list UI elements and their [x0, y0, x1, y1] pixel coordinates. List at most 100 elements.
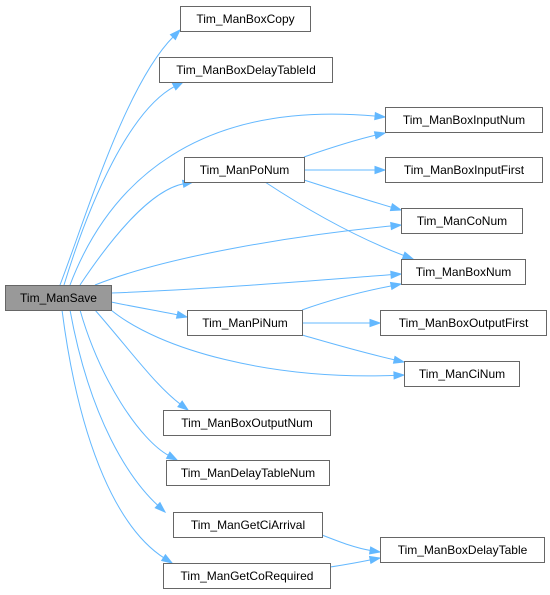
- node-box: [180, 6, 311, 32]
- node-label: Tim_ManBoxCopy: [196, 12, 294, 26]
- node-label: Tim_ManBoxNum: [416, 265, 512, 279]
- node-label: Tim_ManBoxOutputNum: [181, 416, 313, 430]
- node-label: Tim_ManBoxOutputFirst: [399, 316, 529, 330]
- edge-pinum-to-outputfirst: [302, 318, 382, 328]
- edge-save-to-delaytid: [63, 81, 185, 286]
- edge-arrowhead: [390, 270, 403, 279]
- node-box: [385, 157, 543, 183]
- edge-line: [94, 225, 393, 286]
- node-outputfirst[interactable]: Tim_ManBoxOutputFirst: [380, 310, 547, 336]
- edge-ponum-to-boxnum: [264, 181, 415, 260]
- node-box: [187, 310, 303, 336]
- node-label: Tim_ManCoNum: [417, 214, 507, 228]
- edge-save-to-ciarrival: [69, 309, 167, 514]
- node-cinum[interactable]: Tim_ManCiNum: [404, 361, 520, 387]
- node-save: Tim_ManSave: [5, 285, 112, 311]
- node-label: Tim_ManDelayTableNum: [181, 466, 315, 480]
- edge-save-to-corequired: [61, 309, 174, 564]
- edge-save-to-conum: [94, 221, 403, 286]
- nodes-layer: Tim_ManSave Tim_ManBoxCopyTim_ManBoxDelay…: [5, 6, 547, 589]
- edge-save-to-pinum: [110, 301, 189, 319]
- node-box: [5, 285, 112, 311]
- node-box: [401, 208, 523, 234]
- node-delaynum[interactable]: Tim_ManDelayTableNum: [166, 460, 330, 486]
- node-copy[interactable]: Tim_ManBoxCopy: [180, 6, 311, 32]
- edge-arrowhead: [392, 355, 406, 364]
- edge-save-to-copy: [59, 28, 182, 286]
- edge-arrowhead: [169, 28, 182, 41]
- node-ciarrival[interactable]: Tim_ManGetCiArrival: [173, 512, 323, 538]
- node-delaytable[interactable]: Tim_ManBoxDelayTable: [380, 537, 545, 563]
- edge-arrowhead: [369, 318, 382, 328]
- node-label: Tim_ManPoNum: [200, 163, 290, 177]
- node-label: Tim_ManBoxDelayTable: [398, 543, 528, 557]
- edge-line: [110, 301, 179, 316]
- node-label: Tim_ManBoxDelayTableId: [176, 63, 316, 77]
- edge-save-to-boxnum: [110, 270, 403, 294]
- node-label: Tim_ManBoxInputFirst: [404, 163, 525, 177]
- edge-ponum-to-conum: [303, 179, 403, 212]
- edge-save-to-inputnum: [69, 111, 387, 286]
- edge-arrowhead: [160, 553, 174, 564]
- edge-line: [63, 85, 176, 286]
- edge-arrowhead: [171, 81, 185, 91]
- edge-line: [94, 309, 182, 405]
- node-inputfirst[interactable]: Tim_ManBoxInputFirst: [385, 157, 543, 183]
- node-pinum[interactable]: Tim_ManPiNum: [187, 310, 303, 336]
- edge-save-to-cinum: [110, 309, 406, 380]
- node-box: [385, 107, 543, 133]
- node-label: Tim_ManGetCiArrival: [191, 518, 305, 532]
- edge-arrowhead: [165, 451, 179, 461]
- node-label: Tim_ManSave: [20, 291, 97, 305]
- edge-arrowhead: [390, 221, 403, 231]
- edge-ponum-to-inputfirst: [304, 165, 387, 175]
- edge-arrowhead: [177, 400, 190, 411]
- edge-line: [264, 181, 405, 257]
- edge-pinum-to-boxnum: [301, 281, 403, 311]
- edge-save-to-delaynum: [79, 309, 179, 461]
- edge-arrowhead: [389, 281, 403, 291]
- edge-line: [301, 285, 393, 311]
- edge-arrowhead: [374, 165, 387, 175]
- edge-line: [110, 274, 393, 294]
- node-box: [404, 361, 520, 387]
- node-ponum[interactable]: Tim_ManPoNum: [184, 157, 305, 183]
- node-outputnum[interactable]: Tim_ManBoxOutputNum: [163, 410, 331, 436]
- edge-arrowhead: [175, 310, 189, 319]
- edge-line: [303, 179, 393, 208]
- edge-line: [69, 113, 377, 286]
- node-delaytid[interactable]: Tim_ManBoxDelayTableId: [159, 57, 333, 83]
- edge-arrowhead: [154, 501, 167, 514]
- edge-line: [303, 134, 377, 158]
- node-conum[interactable]: Tim_ManCoNum: [401, 208, 523, 234]
- edge-line: [321, 534, 372, 552]
- node-box: [380, 310, 547, 336]
- edge-line: [59, 36, 174, 286]
- edge-line: [79, 183, 185, 286]
- edge-pinum-to-cinum: [301, 334, 406, 364]
- edge-arrowhead: [393, 371, 406, 380]
- edge-arrowhead: [401, 251, 415, 260]
- edge-save-to-ponum: [79, 179, 195, 286]
- edge-line: [301, 334, 396, 361]
- node-inputnum[interactable]: Tim_ManBoxInputNum: [385, 107, 543, 133]
- edge-line: [79, 309, 170, 457]
- node-boxnum[interactable]: Tim_ManBoxNum: [401, 259, 526, 285]
- node-box: [163, 563, 331, 589]
- node-box: [173, 512, 323, 538]
- edge-line: [61, 309, 165, 559]
- edge-line: [110, 309, 396, 377]
- edge-arrowhead: [368, 555, 382, 565]
- edge-ponum-to-inputnum: [303, 131, 387, 158]
- node-corequired[interactable]: Tim_ManGetCoRequired: [163, 563, 331, 589]
- node-label: Tim_ManPiNum: [202, 316, 288, 330]
- node-label: Tim_ManGetCoRequired: [181, 569, 314, 583]
- node-box: [380, 537, 545, 563]
- edge-line: [69, 309, 159, 507]
- node-box: [163, 410, 331, 436]
- edges-layer: [59, 28, 415, 568]
- edge-arrowhead: [389, 203, 403, 212]
- node-label: Tim_ManBoxInputNum: [403, 113, 525, 127]
- node-label: Tim_ManCiNum: [419, 367, 505, 381]
